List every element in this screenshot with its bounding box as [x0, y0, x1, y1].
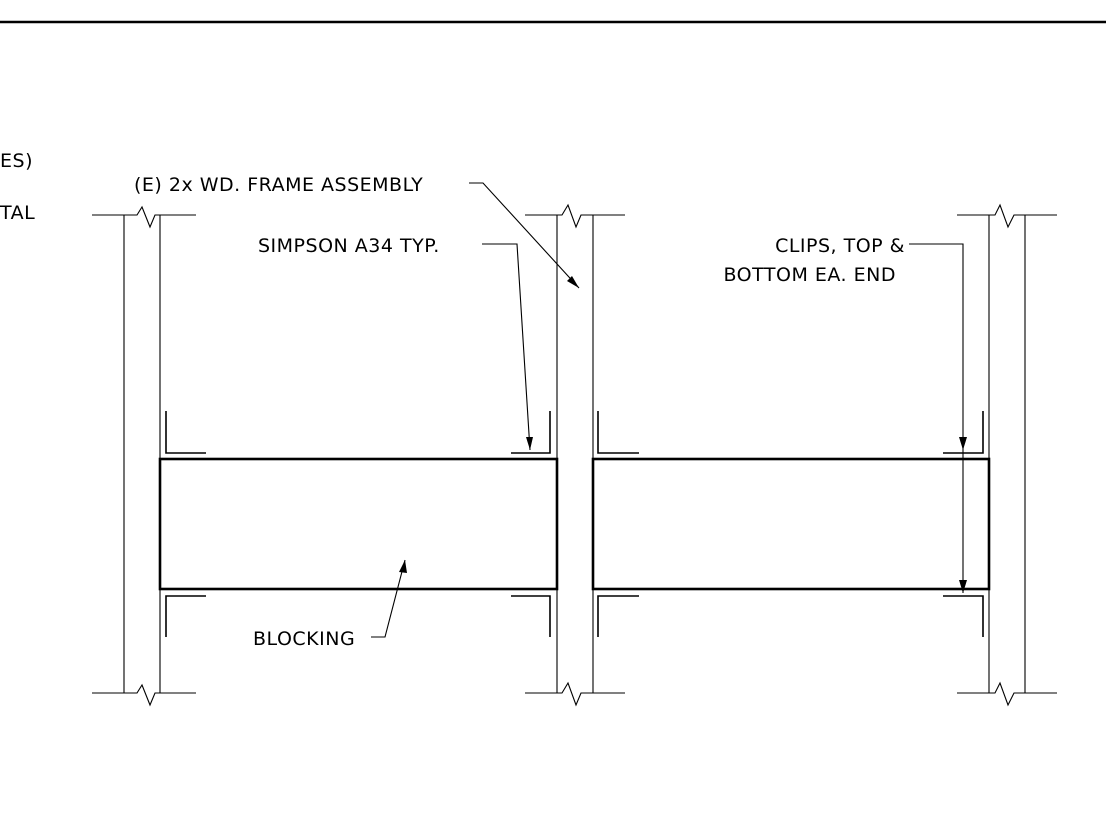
frame-assembly-leader — [469, 182, 580, 289]
break-symbol-top — [525, 203, 625, 229]
label-partial-tal: TAL — [0, 202, 35, 224]
stud-middle — [525, 203, 625, 707]
clip-right-bottom-right — [943, 595, 984, 637]
label-clips-line1: CLIPS, TOP & — [775, 235, 905, 257]
break-symbol-top — [957, 203, 1057, 229]
label-frame-assembly: (E) 2x WD. FRAME ASSEMBLY — [134, 174, 423, 196]
break-symbol-bottom — [957, 681, 1057, 707]
clip-right-top-left — [597, 411, 639, 454]
label-partial-es: ES) — [0, 150, 33, 172]
break-symbol-bottom — [92, 683, 196, 707]
clips-leader — [909, 243, 967, 593]
label-clips-line2: BOTTOM EA. END — [723, 264, 896, 286]
simpson-leader — [482, 243, 533, 451]
blocking-left — [158, 457, 559, 591]
clip-right-top-right — [943, 411, 984, 454]
break-symbol-top — [92, 205, 196, 229]
blocking-leader — [371, 559, 407, 638]
break-symbol-bottom — [525, 681, 625, 707]
label-simpson: SIMPSON A34 TYP. — [258, 235, 440, 257]
clip-left-top-right — [511, 411, 551, 454]
blocking-right — [591, 457, 991, 591]
stud-left — [92, 205, 196, 707]
clip-left-bottom-left — [165, 595, 206, 637]
label-blocking: BLOCKING — [253, 628, 355, 650]
clip-right-bottom-left — [597, 595, 639, 637]
stud-right — [957, 203, 1057, 707]
clip-left-top-left — [165, 411, 206, 454]
clip-left-bottom-right — [511, 595, 551, 637]
clips — [165, 411, 984, 637]
